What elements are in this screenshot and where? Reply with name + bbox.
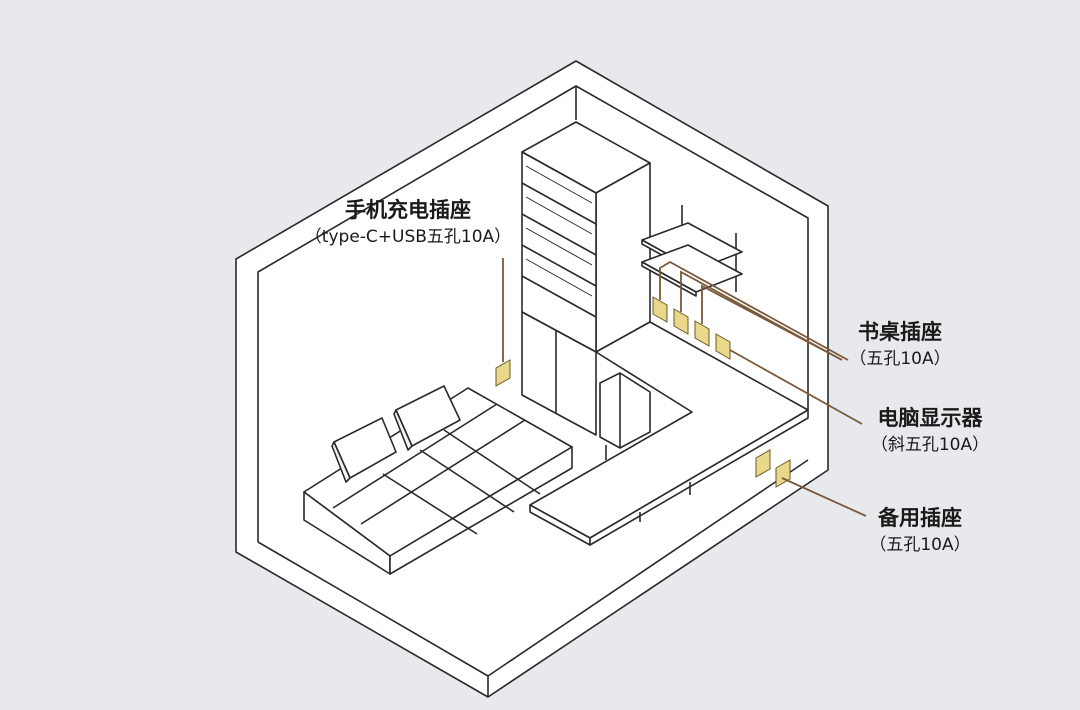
wall-shelf	[641, 205, 743, 297]
label-spare-socket: 备用插座 （五孔10A）	[860, 504, 980, 558]
cabinet	[521, 311, 651, 449]
room-inner-edge	[257, 85, 577, 542]
desk	[529, 321, 809, 546]
phone-socket	[495, 359, 511, 387]
bookshelf	[521, 121, 651, 353]
label-phone-socket: 手机充电插座 （type-C+USB五孔10A）	[290, 196, 526, 250]
label-subtitle: （五孔10A）	[849, 349, 951, 369]
label-desk-socket: 书桌插座 （五孔10A）	[840, 318, 960, 372]
label-title: 备用插座	[878, 506, 962, 530]
sofa	[303, 385, 573, 575]
label-subtitle: （五孔10A）	[869, 535, 971, 555]
leader-spare	[781, 477, 867, 517]
monitor-socket	[715, 333, 731, 360]
label-title: 书桌插座	[858, 320, 942, 344]
label-subtitle: （type-C+USB五孔10A）	[304, 227, 512, 247]
label-title: 手机充电插座	[345, 198, 471, 222]
desk-socket-1	[652, 296, 668, 323]
leader-monitor	[729, 349, 863, 425]
label-title: 电脑显示器	[877, 406, 983, 430]
label-monitor-socket: 电脑显示器 （斜五孔10A）	[860, 404, 1000, 458]
desk-socket-3	[694, 320, 710, 347]
leader-desk	[659, 260, 849, 361]
desk-socket-2	[673, 308, 689, 335]
spare-socket-1	[755, 449, 771, 478]
label-subtitle: （斜五孔10A）	[870, 435, 990, 455]
